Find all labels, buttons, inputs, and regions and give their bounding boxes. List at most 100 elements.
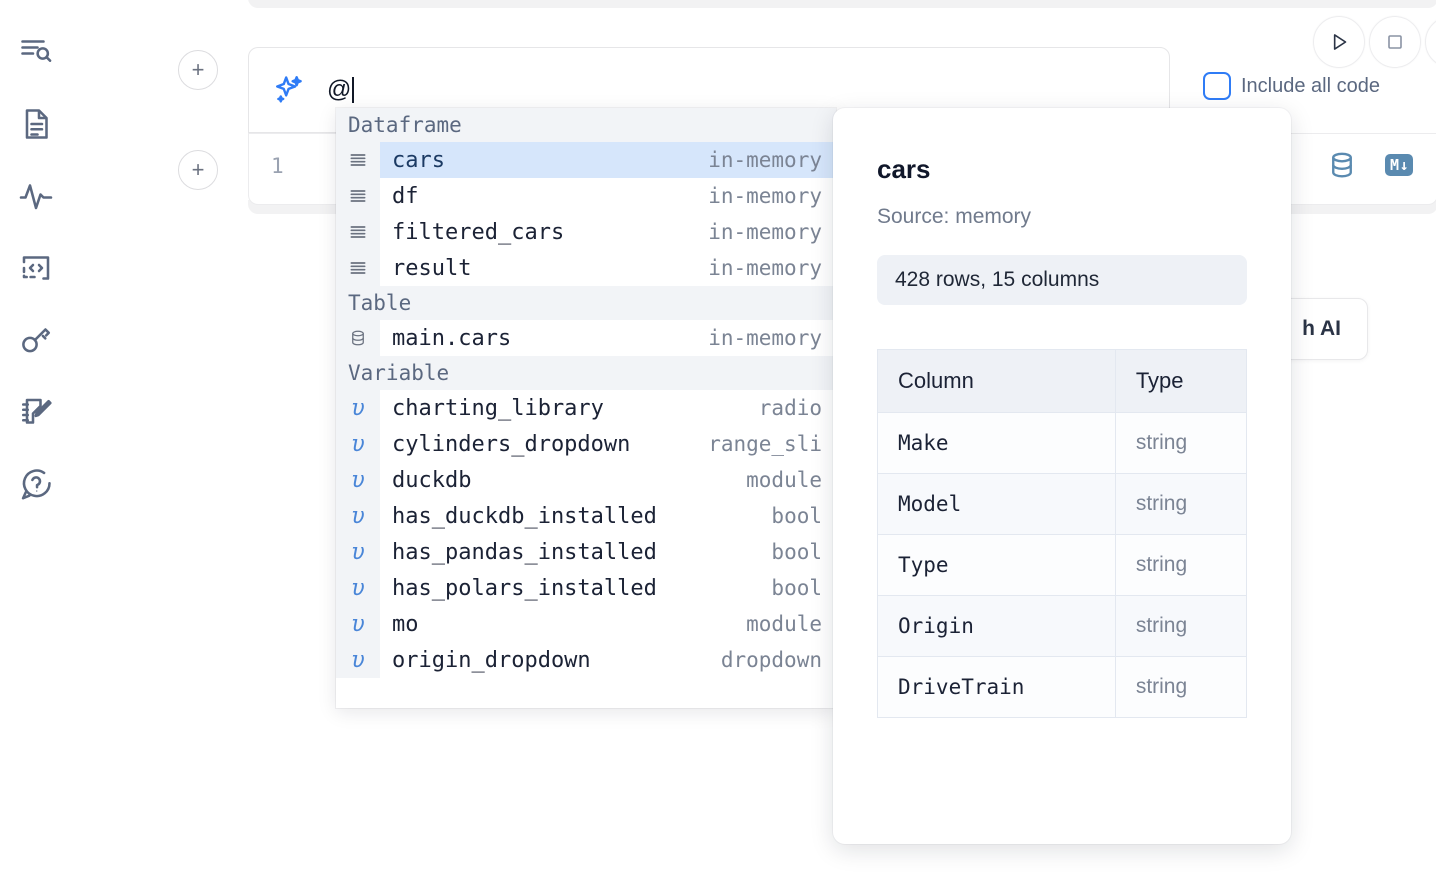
autocomplete-item[interactable]: υ has_polars_installed bool <box>336 570 836 606</box>
autocomplete-item-name: result <box>392 255 472 281</box>
activity-pulse-icon[interactable] <box>8 160 64 232</box>
markdown-letter: M <box>1389 156 1399 174</box>
autocomplete-item-meta: dropdown <box>720 648 822 672</box>
schema-column-type: string <box>1114 412 1248 474</box>
autocomplete-item-meta: in-memory <box>708 220 822 244</box>
autocomplete-item-name: filtered_cars <box>392 219 565 245</box>
code-snippet-icon[interactable] <box>8 232 64 304</box>
dataframe-icon <box>336 178 380 214</box>
schema-column-name: Make <box>877 412 1116 474</box>
variable-icon: υ <box>336 426 380 462</box>
text-cursor <box>352 77 355 103</box>
notebook-edit-icon[interactable] <box>8 376 64 448</box>
autocomplete-item[interactable]: df in-memory <box>336 178 836 214</box>
explore-icon[interactable] <box>8 16 64 88</box>
autocomplete-item-name: has_polars_installed <box>392 575 657 601</box>
database-icon[interactable] <box>1327 150 1357 180</box>
file-document-icon[interactable] <box>8 88 64 160</box>
autocomplete-item-meta: module <box>746 468 822 492</box>
stop-button[interactable] <box>1369 16 1421 68</box>
autocomplete-group-header: Table <box>336 286 836 320</box>
variable-icon: υ <box>336 606 380 642</box>
autocomplete-item-meta: bool <box>771 576 822 600</box>
database-icon <box>336 320 380 356</box>
autocomplete-group-header: Variable <box>336 356 836 390</box>
autocomplete-item[interactable]: main.cars in-memory <box>336 320 836 356</box>
completion-detail-popup: cars Source: memory 428 rows, 15 columns… <box>833 108 1291 844</box>
autocomplete-item-name: has_pandas_installed <box>392 539 657 565</box>
schema-column-name: Type <box>877 534 1116 596</box>
autocomplete-item-meta: in-memory <box>708 184 822 208</box>
autocomplete-item-name: cars <box>380 142 709 178</box>
ai-prompt-value: @ <box>327 76 352 103</box>
run-button[interactable] <box>1313 16 1365 68</box>
autocomplete-item[interactable]: υ charting_library radio <box>336 390 836 426</box>
autocomplete-item-name: duckdb <box>392 467 472 493</box>
variable-icon: υ <box>336 390 380 426</box>
autocomplete-item-meta: in-memory <box>708 326 822 350</box>
autocomplete-item-name: charting_library <box>392 395 604 421</box>
autocomplete-item-meta: in-memory <box>708 142 836 178</box>
include-all-code-checkbox[interactable] <box>1203 72 1231 100</box>
autocomplete-item-name: main.cars <box>392 325 512 351</box>
schema-column-type: string <box>1114 473 1248 535</box>
schema-column-name: Model <box>877 473 1116 535</box>
detail-title: cars <box>877 154 931 184</box>
variable-icon: υ <box>336 642 380 678</box>
more-options-button[interactable] <box>1425 16 1436 68</box>
variable-icon: υ <box>336 570 380 606</box>
variable-icon: υ <box>336 498 380 534</box>
include-all-code-row[interactable]: Include all code <box>1203 72 1380 100</box>
help-chat-icon[interactable] <box>8 448 64 520</box>
autocomplete-item-name: mo <box>392 611 419 637</box>
autocomplete-item-meta: module <box>746 612 822 636</box>
markdown-icon[interactable]: M↓ <box>1384 154 1413 176</box>
add-cell-button-top[interactable]: + <box>178 50 218 90</box>
previous-cell-stub <box>248 0 1436 8</box>
autocomplete-item-name: has_duckdb_installed <box>392 503 657 529</box>
schema-column-name: DriveTrain <box>877 656 1116 718</box>
autocomplete-item-meta: in-memory <box>708 256 822 280</box>
schema-header-cell: Type <box>1114 349 1248 413</box>
autocomplete-item-meta: radio <box>758 396 822 420</box>
add-cell-button-bottom[interactable]: + <box>178 150 218 190</box>
autocomplete-item-name: cylinders_dropdown <box>392 431 631 457</box>
include-all-code-label: Include all code <box>1241 74 1380 97</box>
schema-column-name: Origin <box>877 595 1116 657</box>
autocomplete-item-name: df <box>392 183 419 209</box>
detail-shape-badge: 428 rows, 15 columns <box>877 255 1247 305</box>
detail-source: Source: memory <box>877 205 1032 228</box>
cell-toolbar: M↓ <box>1327 150 1413 180</box>
generate-with-ai-label: h AI <box>1302 317 1341 340</box>
key-icon[interactable] <box>8 304 64 376</box>
left-icon-rail <box>0 0 72 874</box>
schema-column-type: string <box>1114 595 1248 657</box>
autocomplete-item[interactable]: filtered_cars in-memory <box>336 214 836 250</box>
autocomplete-item[interactable]: result in-memory <box>336 250 836 286</box>
dataframe-icon <box>336 214 380 250</box>
schema-column-type: string <box>1114 656 1248 718</box>
autocomplete-item-meta: bool <box>771 540 822 564</box>
markdown-arrow: ↓ <box>1399 156 1408 174</box>
autocomplete-group-header: Dataframe <box>336 108 836 142</box>
autocomplete-item[interactable]: υ has_duckdb_installed bool <box>336 498 836 534</box>
autocomplete-item-meta: bool <box>771 504 822 528</box>
line-number: 1 <box>271 154 284 178</box>
ai-prompt-input[interactable]: @ <box>327 70 1169 110</box>
schema-column-type: string <box>1114 534 1248 596</box>
